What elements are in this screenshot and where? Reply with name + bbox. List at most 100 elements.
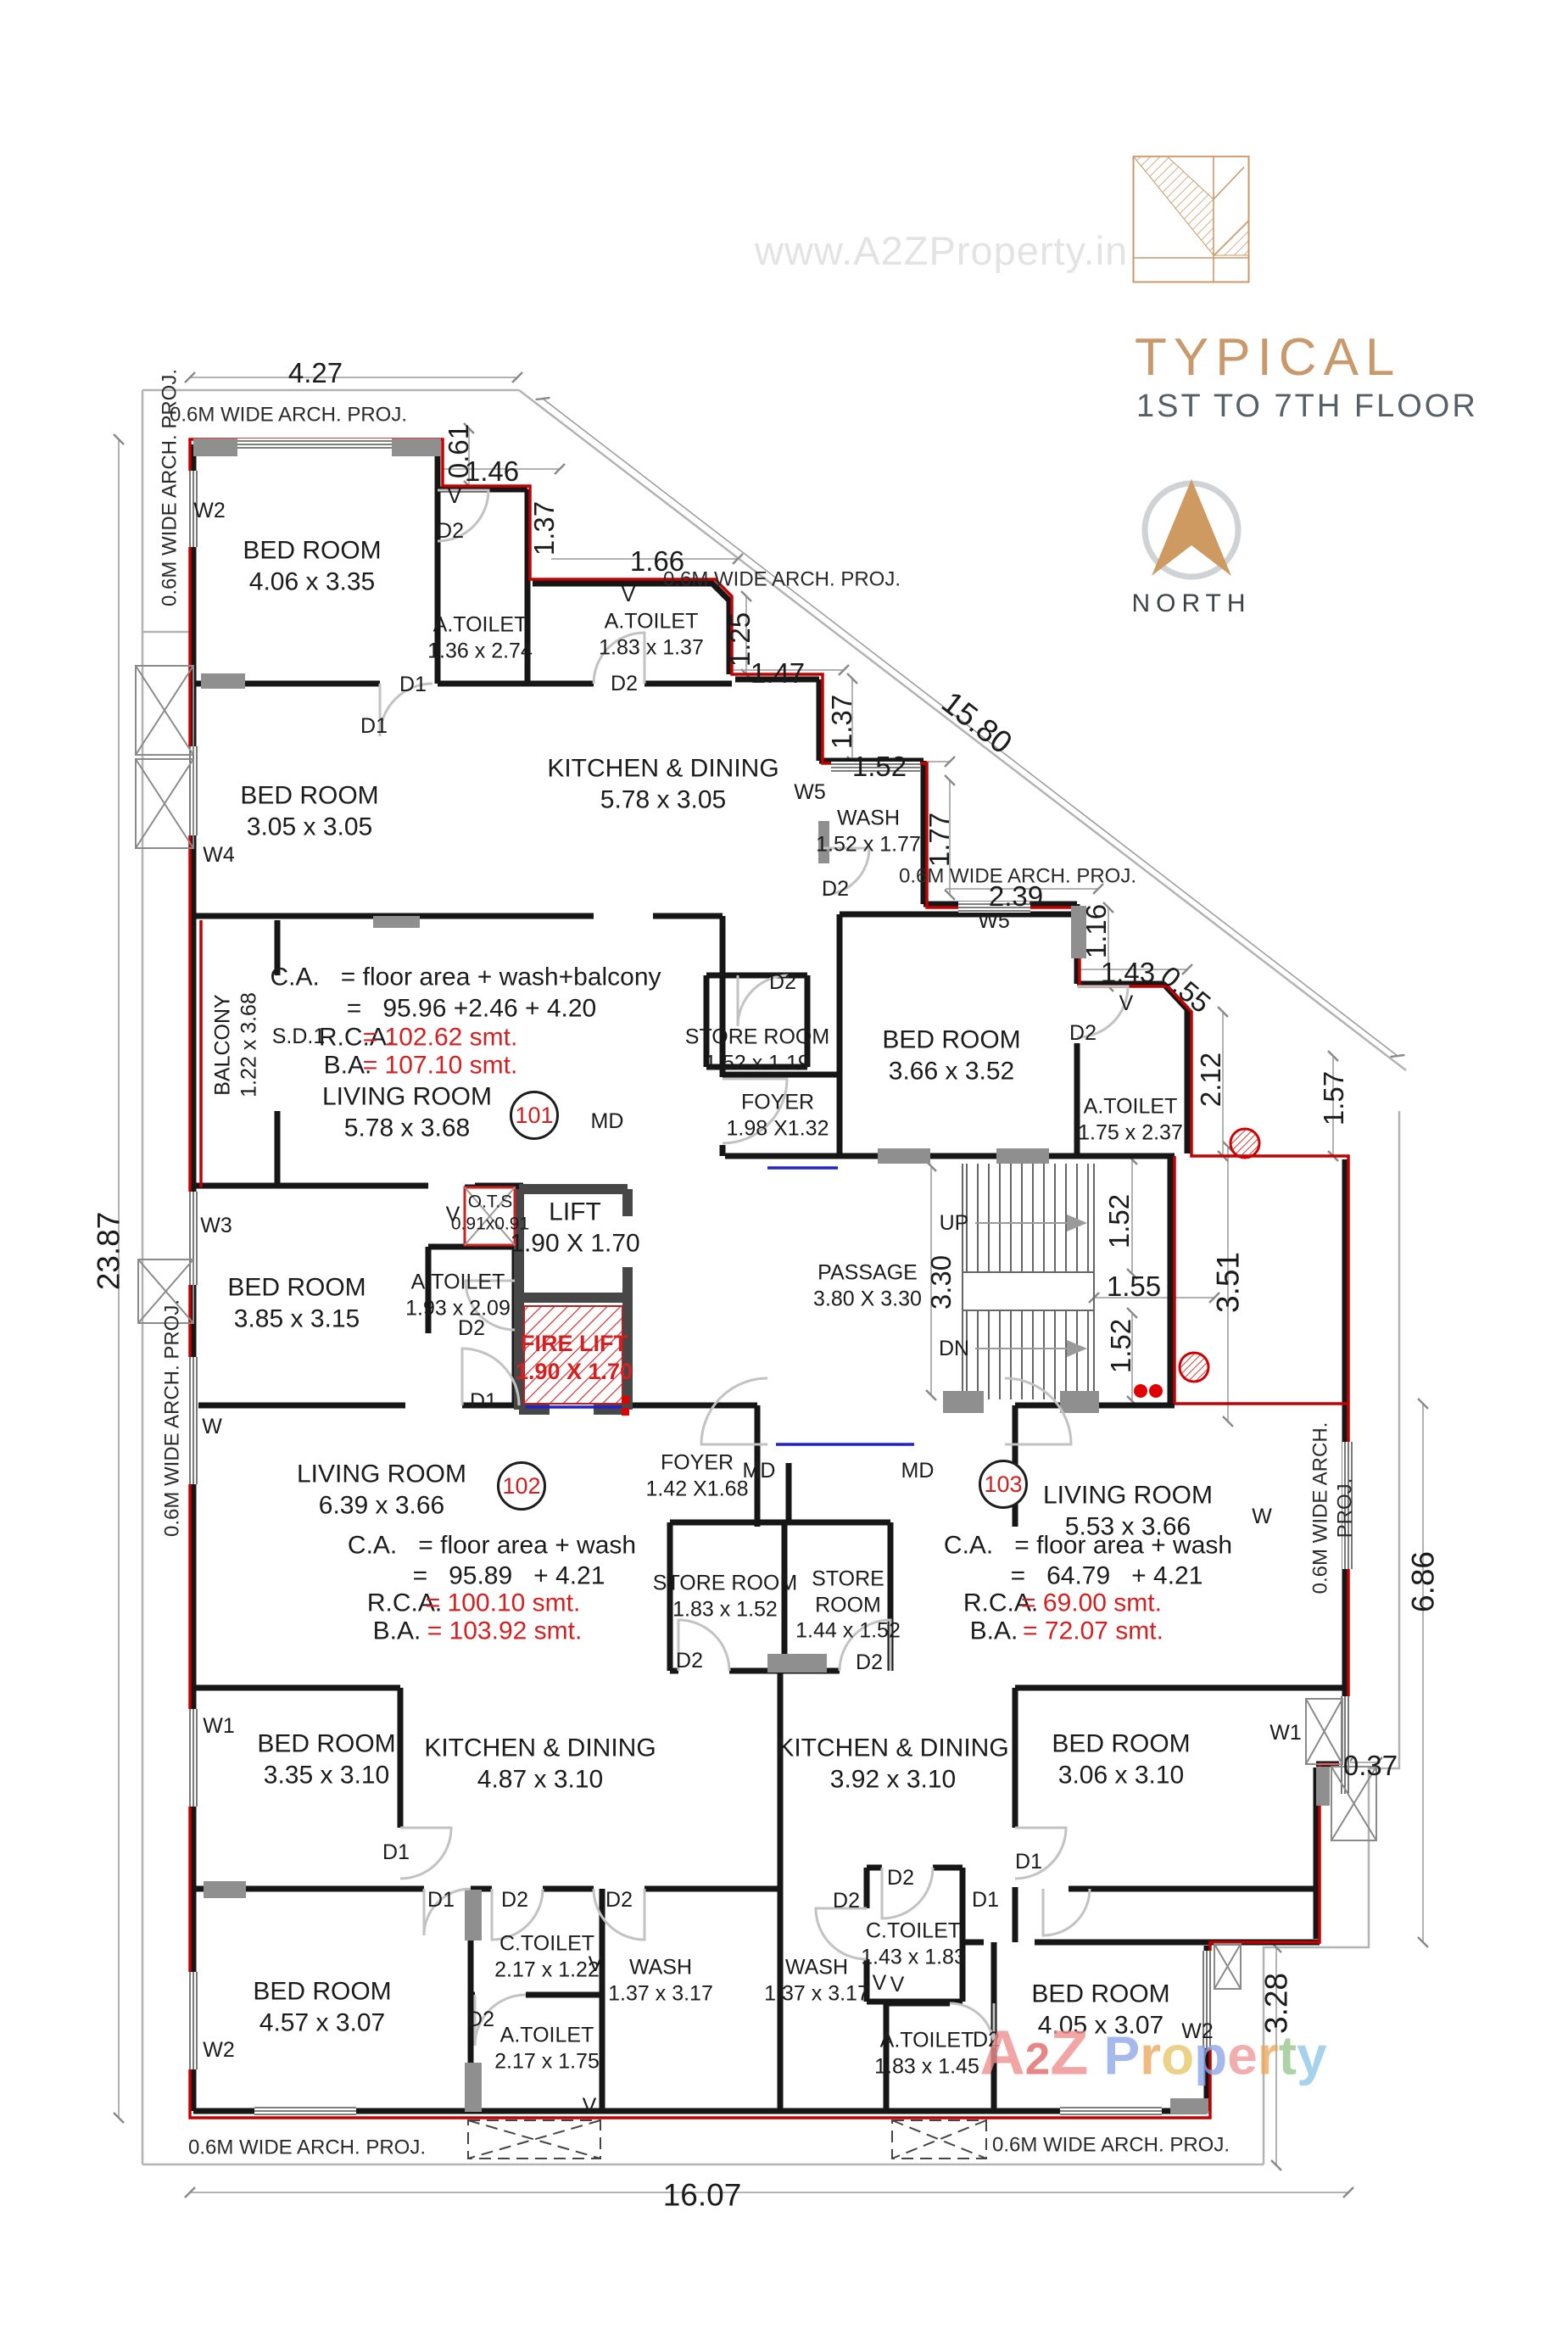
red-dot-icon	[1134, 1384, 1147, 1398]
label-kitchen-487: KITCHEN & DINING 4.87 x 3.10	[424, 1734, 656, 1793]
watermark-letter: r	[1140, 2024, 1162, 2086]
dimension-lines	[113, 371, 1429, 2198]
label-d1-7: D1	[972, 1887, 999, 1912]
label-d2-wash: D2	[822, 876, 849, 901]
label-w3: W3	[200, 1213, 232, 1237]
label-v-8: V	[890, 1972, 905, 1997]
door-swings	[378, 489, 1130, 2048]
walls-main	[190, 441, 1348, 2114]
label-ca2-rca-key: R.C.A.	[366, 1589, 443, 1617]
label-arch-proj-left-bot: 0.6M WIDE ARCH. PROJ.	[160, 1298, 184, 1538]
watermark-letter: r	[1257, 2024, 1279, 2086]
label-balcony: BALCONY 1.22 x 3.68	[210, 992, 261, 1097]
label-passage: PASSAGE 3.80 X 3.30	[813, 1260, 922, 1311]
label-d2-1: D2	[437, 518, 464, 543]
label-v-2: V	[621, 582, 636, 606]
watermark-letter: P	[1103, 2024, 1141, 2086]
label-dim-1-37b: 1.37	[825, 694, 857, 750]
label-dim-3-51: 3.51	[1210, 1251, 1246, 1314]
label-dim-1-77: 1.77	[923, 812, 955, 868]
label-v-3: V	[1119, 991, 1134, 1015]
label-w-left: W	[202, 1414, 222, 1438]
label-d2-10: D2	[887, 1865, 914, 1890]
fire-lift-shaft	[523, 1305, 623, 1405]
fh-marker-icon	[1178, 1351, 1210, 1383]
label-dim-1-43: 1.43	[1100, 956, 1156, 988]
watermark-letter: p	[1194, 2024, 1228, 2086]
label-dim-0-37: 0.37	[1342, 1749, 1398, 1781]
label-ca3-rca-key: R.C.A.	[963, 1589, 1039, 1617]
label-unit-102: 102	[497, 1461, 546, 1511]
label-d2-6: D2	[676, 1648, 703, 1673]
label-lift: LIFT 1.90 X 1.70	[510, 1198, 640, 1257]
label-w2-bot-left: W2	[203, 2037, 235, 2062]
label-bedroom-405: BED ROOM 4.05 x 3.07	[1031, 1980, 1170, 2039]
label-atoilet-183a: A.TOILET 1.83 x 1.37	[599, 609, 704, 660]
label-d1-6: D1	[1015, 1849, 1042, 1874]
label-ca2-rca-val: = 100.10 smt.	[425, 1589, 581, 1617]
label-atoilet-217: A.TOILET 2.17 x 1.75	[494, 2023, 600, 2074]
label-dn: DN	[938, 1336, 970, 1360]
label-d2-5: D2	[458, 1315, 485, 1340]
label-arch-proj-right: 0.6M WIDE ARCH. PROJ.	[1309, 1421, 1357, 1594]
label-w-right: W	[1252, 1504, 1272, 1528]
label-d2-3: D2	[1069, 1020, 1096, 1045]
label-arch-proj-left-top: 0.6M WIDE ARCH. PROJ.	[158, 368, 181, 607]
label-dim-1-52b: 1.52	[1102, 1193, 1135, 1249]
label-v-6: V	[872, 1970, 887, 1995]
label-dim-6-86: 6.86	[1405, 1550, 1441, 1613]
label-d2-12: D2	[467, 2007, 494, 2031]
label-ca1-line2: = 95.96 +2.46 + 4.20	[346, 994, 597, 1023]
label-bedroom-457: BED ROOM 4.57 x 3.07	[253, 1977, 392, 2036]
label-atoilet-136: A.TOILET 1.36 x 2.74	[427, 612, 533, 663]
label-d2-13: D2	[973, 2027, 1000, 2052]
label-md-2: MD	[742, 1458, 776, 1483]
label-d2-11: D2	[833, 1888, 860, 1913]
watermark-letter: o	[1161, 2024, 1195, 2086]
watermark-letter: Z	[1050, 2017, 1089, 2088]
label-ca1-line1: C.A. = floor area + wash+balcony	[270, 963, 661, 991]
label-arch-proj-bot-right: 0.6M WIDE ARCH. PROJ.	[991, 2133, 1230, 2157]
label-md-3: MD	[901, 1458, 935, 1483]
label-ca3-line2: = 64.79 + 4.21	[1010, 1561, 1203, 1590]
label-dim-4-27: 4.27	[287, 356, 343, 388]
label-d2-7: D2	[856, 1650, 883, 1674]
label-w2-bot-right: W2	[1181, 2019, 1214, 2043]
label-unit-103: 103	[979, 1460, 1028, 1509]
label-dim-1-47: 1.47	[750, 656, 806, 689]
label-wash-137a: WASH 1.37 x 3.17	[608, 1955, 713, 2006]
label-bedroom-306: BED ROOM 3.06 x 3.10	[1052, 1729, 1191, 1789]
label-dim-2-12: 2.12	[1194, 1052, 1226, 1108]
label-dim-1-52a: 1.52	[851, 750, 907, 782]
label-d2-8: D2	[501, 1887, 528, 1912]
lift-core-walls	[514, 1184, 633, 1415]
label-ca2-line2: = 95.89 + 4.21	[412, 1561, 605, 1590]
label-dim-15-80: 15.80	[935, 684, 1019, 761]
label-dim-0-55: 0.55	[1154, 959, 1217, 1019]
label-v-4: V	[445, 1202, 460, 1226]
label-bedroom-406: BED ROOM 4.06 x 3.35	[243, 536, 382, 595]
watermark-letter: y	[1297, 2024, 1327, 2086]
label-unit-101: 101	[510, 1091, 559, 1140]
watermark-letter: e	[1227, 2024, 1258, 2086]
label-ca1-rca-val: = 102.62 smt.	[362, 1023, 518, 1052]
top-watermark: www.A2ZProperty.in	[755, 228, 1129, 273]
label-d2-4: D2	[769, 969, 796, 994]
label-v-5: V	[588, 1952, 603, 1976]
label-d1-1: D1	[399, 672, 427, 696]
duct-shafts	[135, 665, 1377, 2159]
label-arch-proj-diag1: 0.6M WIDE ARCH. PROJ.	[662, 567, 901, 591]
watermark-letter: A	[979, 2017, 1025, 2088]
label-living-103: LIVING ROOM 5.53 x 3.66	[1042, 1481, 1214, 1540]
label-d2-9: D2	[605, 1887, 633, 1912]
label-ca3-line1: C.A. = floor area + wash	[943, 1531, 1233, 1560]
label-sd1: S.D.1	[271, 1024, 326, 1048]
label-arch-proj-top: 0.6M WIDE ARCH. PROJ.	[169, 403, 408, 427]
label-arch-proj-bot-left: 0.6M WIDE ARCH. PROJ.	[187, 2136, 427, 2159]
label-store-144: STORE ROOM 1.44 x 1.52	[795, 1567, 901, 1643]
label-atoilet-175: A.TOILET 1.75 x 2.37	[1078, 1094, 1183, 1145]
label-wash-137b: WASH 1.37 x 3.17	[764, 1955, 869, 2006]
label-ca3-ba-val: = 72.07 smt.	[1023, 1617, 1163, 1645]
